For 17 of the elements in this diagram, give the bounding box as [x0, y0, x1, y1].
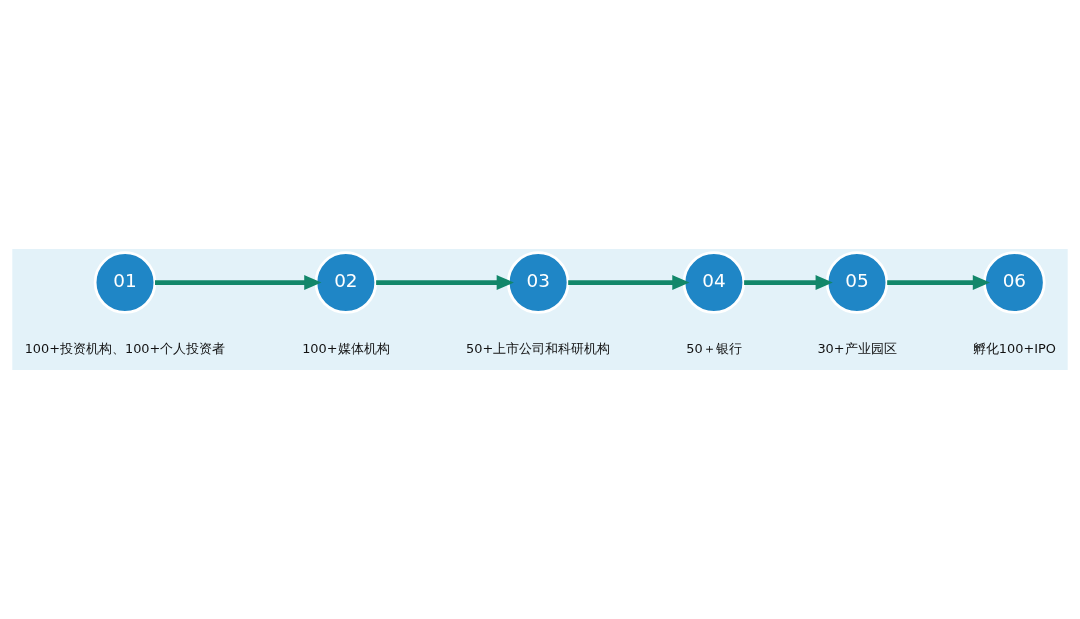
node-circle: 06 — [983, 251, 1046, 314]
arrow — [376, 275, 514, 291]
node-circle: 05 — [825, 251, 889, 314]
arrow — [887, 275, 991, 291]
node-circle: 04 — [682, 251, 746, 314]
node-label: 50+上市公司和科研机构 — [466, 341, 611, 357]
node-label: 100+投资机构、100+个人投资者 — [24, 341, 226, 357]
node-label: 30+产业园区 — [817, 341, 897, 357]
node-label: 100+媒体机构 — [302, 341, 390, 357]
node-circle: 02 — [314, 251, 378, 314]
arrow — [744, 275, 833, 291]
arrow — [155, 275, 322, 291]
arrow — [568, 275, 690, 291]
node-label: 50＋银行 — [686, 341, 742, 357]
node-circle: 01 — [93, 251, 157, 314]
node-circle: 03 — [506, 251, 570, 314]
node-label: 孵化100+IPO — [972, 341, 1056, 357]
